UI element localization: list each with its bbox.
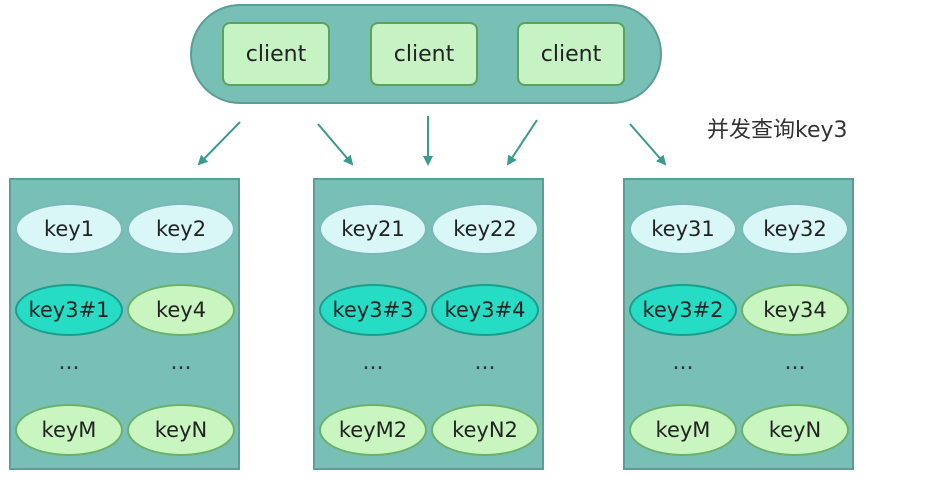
key-node: key3#2 [629, 284, 737, 336]
key-node: keyM [629, 404, 737, 456]
key-node: keyN [741, 404, 849, 456]
key-node: key4 [127, 284, 235, 336]
key-node: keyN2 [431, 404, 539, 456]
ellipsis: ... [58, 350, 80, 375]
arrow-to-server-1 [197, 121, 241, 166]
arrow-to-server-2c [506, 119, 538, 166]
key-node: key31 [629, 203, 737, 255]
ellipsis: ... [170, 350, 192, 375]
ellipsis: ... [672, 350, 694, 375]
key-node: key3#1 [15, 284, 123, 336]
arrow-to-server-3 [629, 123, 667, 166]
concurrent-query-label: 并发查询key3 [707, 118, 848, 143]
key-node: key3#3 [319, 284, 427, 336]
arrow-to-server-2a [317, 123, 354, 166]
key-node: key3#4 [431, 284, 539, 336]
ellipsis: ... [784, 350, 806, 375]
client-box: client [370, 22, 478, 86]
ellipsis: ... [474, 350, 496, 375]
ellipsis: ... [362, 350, 384, 375]
key-node: key22 [431, 203, 539, 255]
key-node: keyN [127, 404, 235, 456]
client-box: client [222, 22, 330, 86]
key-node: key2 [127, 203, 235, 255]
key-node: key1 [15, 203, 123, 255]
key-node: keyM2 [319, 404, 427, 456]
key-node: key32 [741, 203, 849, 255]
key-node: key21 [319, 203, 427, 255]
client-box: client [517, 22, 625, 86]
key-node: keyM [15, 404, 123, 456]
key-node: key34 [741, 284, 849, 336]
